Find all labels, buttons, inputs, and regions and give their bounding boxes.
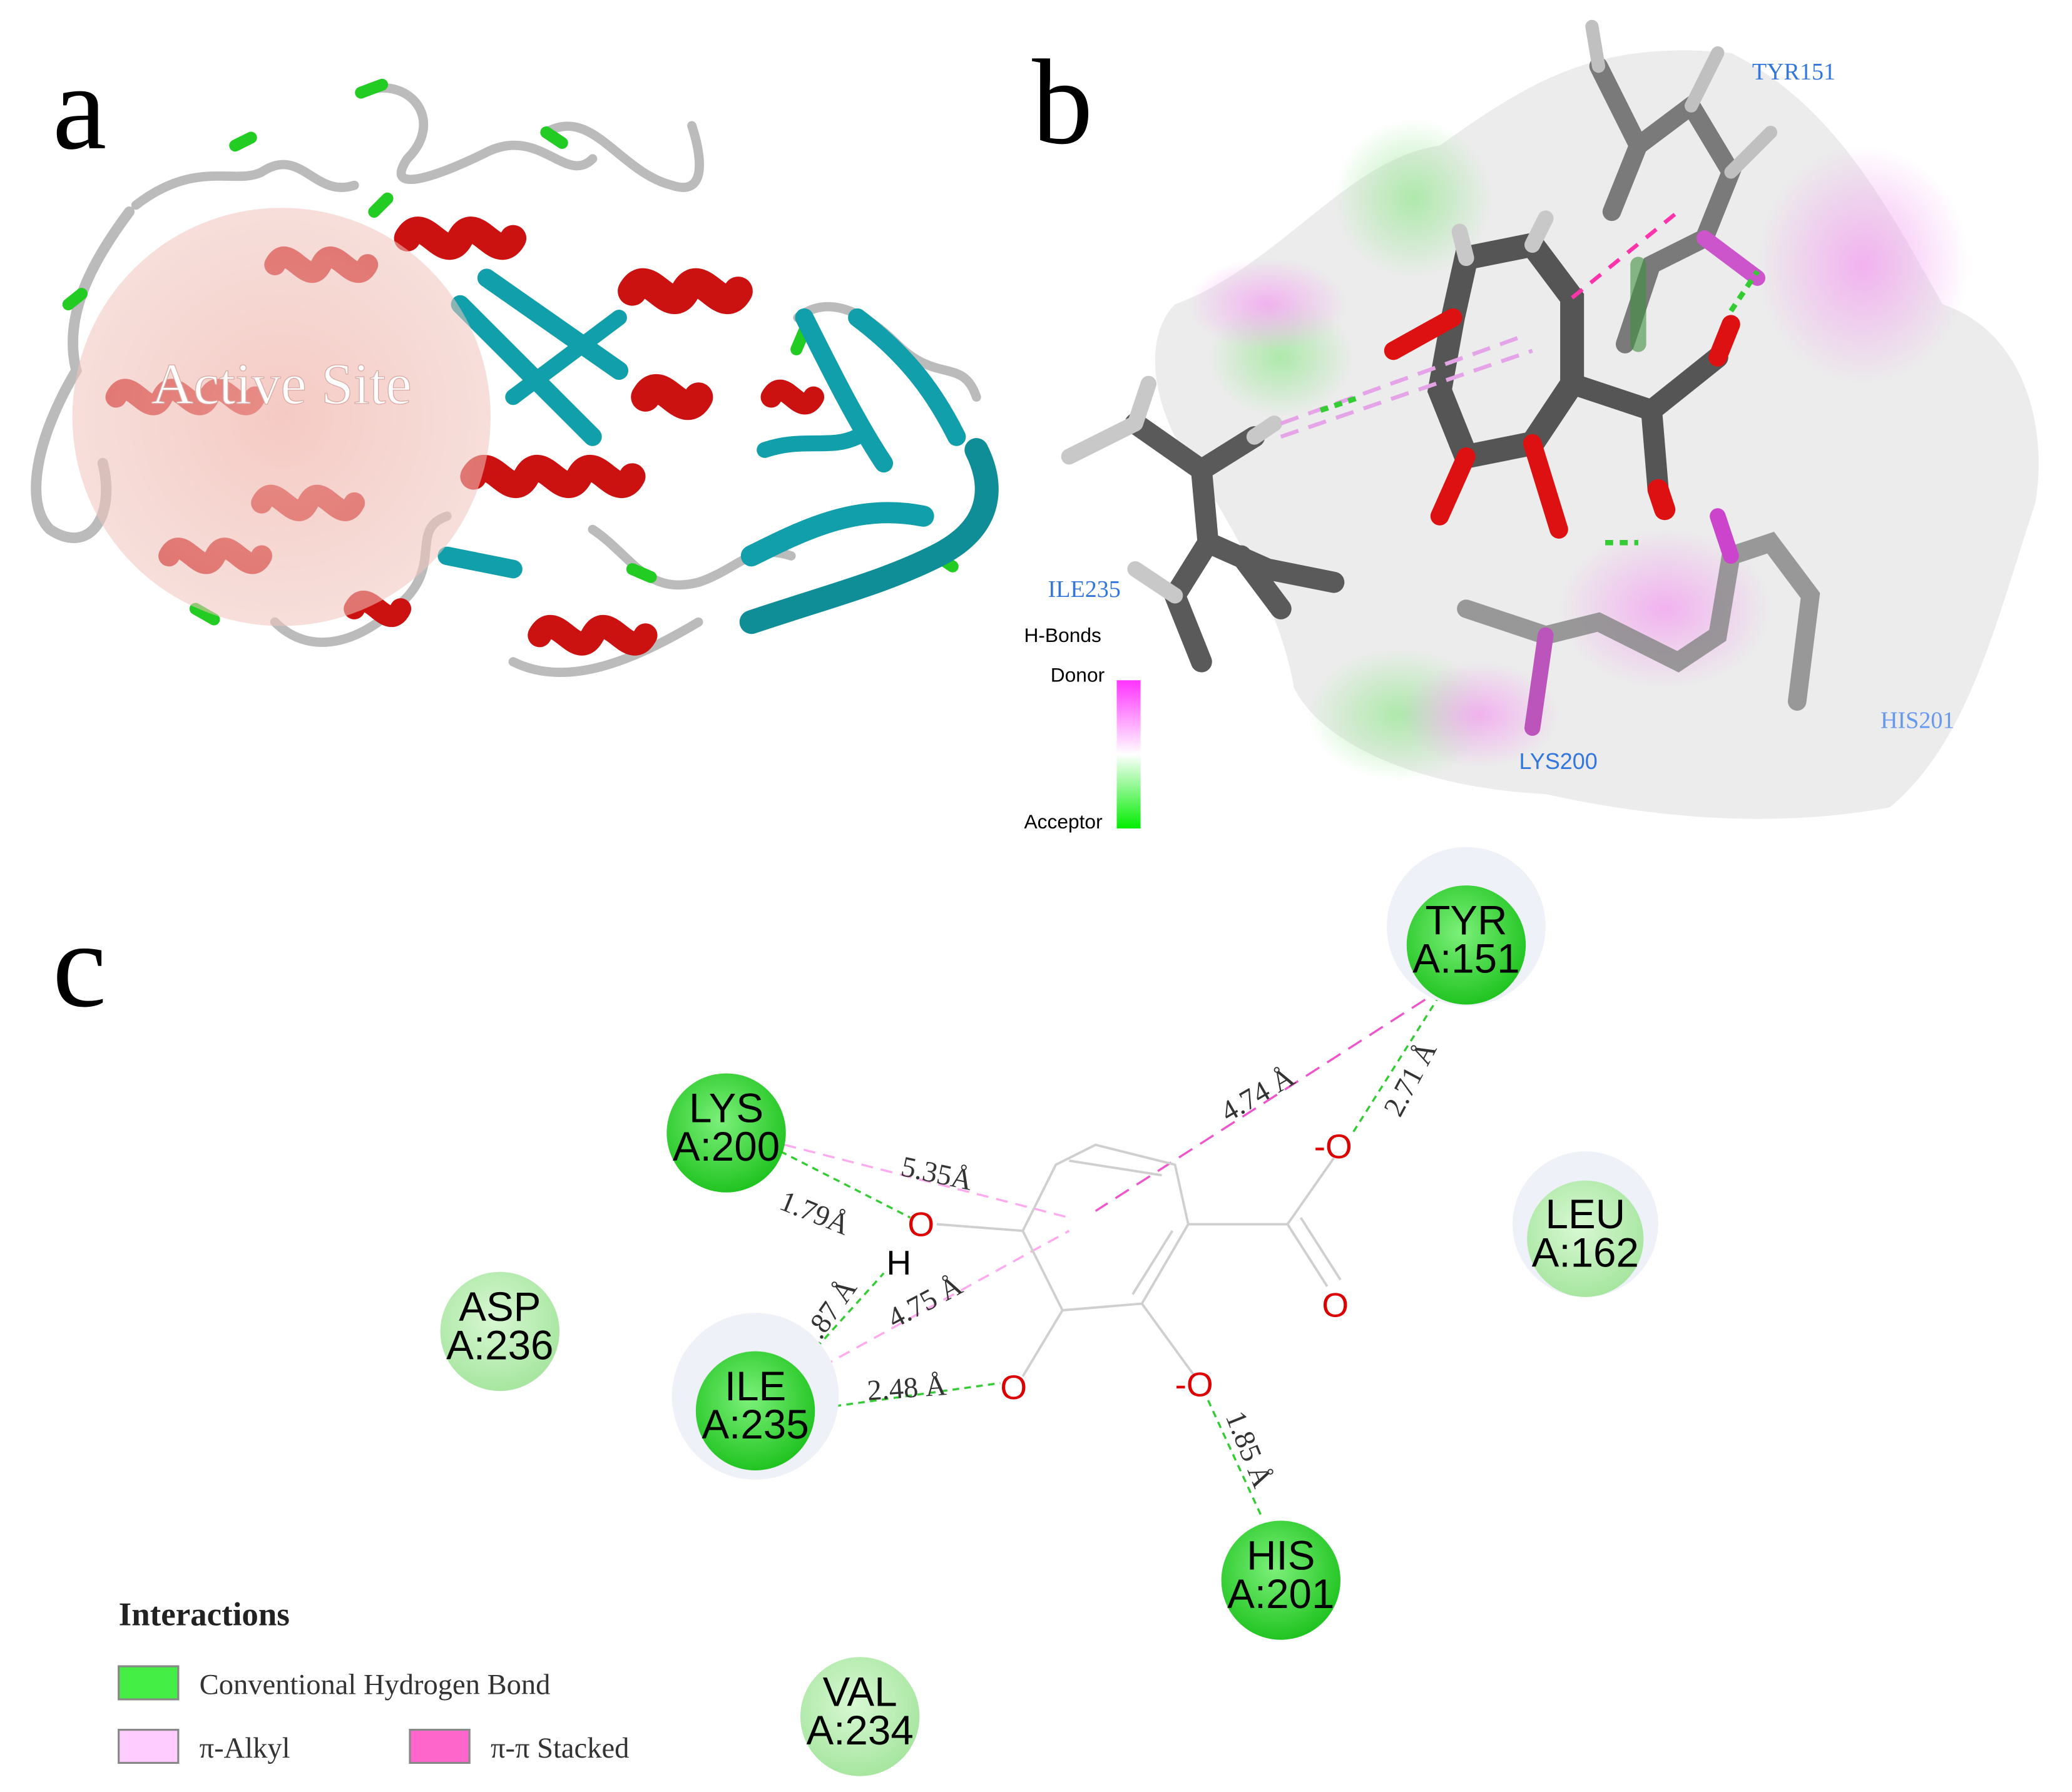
- active-site-highlight: [72, 208, 491, 626]
- hbond-line-his201: [1207, 1400, 1262, 1516]
- binding-pocket-surface: [1155, 50, 2039, 819]
- residue-lys200-name: LYS: [689, 1086, 763, 1131]
- residue-tyr151-name: TYR: [1425, 897, 1507, 943]
- residue-his201-name: HIS: [1247, 1533, 1315, 1579]
- atom-hydroxyl-o-minus: -O: [1175, 1365, 1213, 1404]
- legend-swatch-pi-alkyl: [118, 1728, 180, 1764]
- active-site-label: Active Site: [151, 352, 412, 417]
- legend-label-pi-pi: π-π Stacked: [491, 1733, 629, 1764]
- distance-labels: 4.74 Å 2.71 Å 5.35Å 1.79Å 1.87 Å 4.75 Å …: [775, 1036, 1444, 1492]
- residue-his201: HIS A:201: [1221, 1520, 1340, 1640]
- legend-label-hbond: Conventional Hydrogen Bond: [200, 1669, 551, 1701]
- residue-label-his201: HIS201: [1881, 707, 1954, 733]
- distance-label-his201: 1.85 Å: [1219, 1407, 1278, 1492]
- hbond-color-legend: H-Bonds Donor Acceptor: [1024, 624, 1141, 833]
- distance-label-tyr151-pipi: 4.74 Å: [1215, 1061, 1300, 1129]
- residue-tyr151-id: A:151: [1412, 936, 1519, 982]
- atom-hydroxyl-o-left: O: [1000, 1368, 1027, 1407]
- residue-label-ile235: ILE235: [1048, 576, 1121, 603]
- hbond-line-lys200: [780, 1150, 911, 1219]
- interactions-legend-title: Interactions: [119, 1596, 290, 1632]
- atom-labels: -O O O O -O H: [886, 1127, 1352, 1407]
- panel-c: c -O O O: [53, 847, 1658, 1776]
- hbond-legend-donor-label: Donor: [1051, 663, 1105, 686]
- hbond-gradient-bar: [1116, 680, 1141, 829]
- interactions-legend: Interactions Conventional Hydrogen Bond …: [118, 1596, 629, 1764]
- legend-swatch-hbond: [118, 1665, 180, 1701]
- residue-discs: TYR A:151 LYS A:200 LEU A:162 ASP A:236: [440, 847, 1658, 1776]
- residue-leu162: LEU A:162: [1512, 1151, 1658, 1297]
- interaction-lines: [780, 985, 1447, 1516]
- residue-leu162-id: A:162: [1532, 1229, 1639, 1275]
- residue-label-tyr151: TYR151: [1752, 59, 1835, 85]
- hbond-line-tyr151: [1350, 994, 1441, 1136]
- panel-b: b: [1024, 19, 2039, 833]
- residue-asp236: ASP A:236: [440, 1271, 560, 1392]
- residue-val234: VAL A:234: [800, 1657, 920, 1776]
- residue-val234-id: A:234: [807, 1708, 914, 1753]
- distance-label-lys200-pialkyl: 5.35Å: [898, 1151, 975, 1197]
- residue-asp236-id: A:236: [446, 1322, 553, 1368]
- residue-leu162-name: LEU: [1546, 1191, 1626, 1237]
- panel-b-interactions: [1280, 210, 1760, 546]
- residue-lys200: LYS A:200: [666, 1073, 786, 1193]
- hbond-line-ile235-o: [810, 1382, 1001, 1411]
- residue-ile235-id: A:235: [702, 1402, 809, 1447]
- distance-label-lys200-hbond: 1.79Å: [775, 1185, 854, 1242]
- ligand-2d-structure: [936, 1143, 1342, 1377]
- residue-tyr151: TYR A:151: [1387, 847, 1546, 1006]
- pi-alkyl-line-lys200: [784, 1144, 1069, 1219]
- atom-hydrogen: H: [886, 1243, 911, 1282]
- residue-ile235: ILE A:235: [671, 1313, 839, 1480]
- residue-his201-id: A:201: [1227, 1571, 1334, 1617]
- panel-a: a: [31, 41, 999, 677]
- residue-lys200-id: A:200: [673, 1124, 780, 1169]
- hbond-legend-acceptor-label: Acceptor: [1024, 810, 1103, 833]
- panel-c-letter: c: [53, 899, 106, 1033]
- hbond-legend-title: H-Bonds: [1024, 624, 1101, 646]
- atom-carboxylate-o-minus: -O: [1314, 1127, 1352, 1166]
- legend-swatch-pi-pi: [409, 1728, 471, 1764]
- residue-val234-name: VAL: [823, 1669, 897, 1715]
- atom-carboxyl-o: O: [1322, 1286, 1349, 1325]
- residue-label-lys200: LYS200: [1519, 748, 1598, 774]
- atom-hydroxyl-o-top: O: [907, 1205, 934, 1244]
- residue-asp236-name: ASP: [459, 1284, 541, 1330]
- residue-sticks: [1061, 19, 1820, 736]
- pi-pi-line-tyr151: [1095, 985, 1447, 1212]
- pi-alkyl-line-ile235: [804, 1229, 1070, 1378]
- legend-label-pi-alkyl: π-Alkyl: [200, 1733, 290, 1764]
- ligand-sticks: [1384, 210, 1740, 539]
- distance-label-ile235-o: 2.48 Å: [866, 1370, 947, 1407]
- panel-a-letter: a: [53, 41, 106, 175]
- residue-ile235-name: ILE: [725, 1363, 786, 1409]
- panel-b-letter: b: [1032, 35, 1093, 170]
